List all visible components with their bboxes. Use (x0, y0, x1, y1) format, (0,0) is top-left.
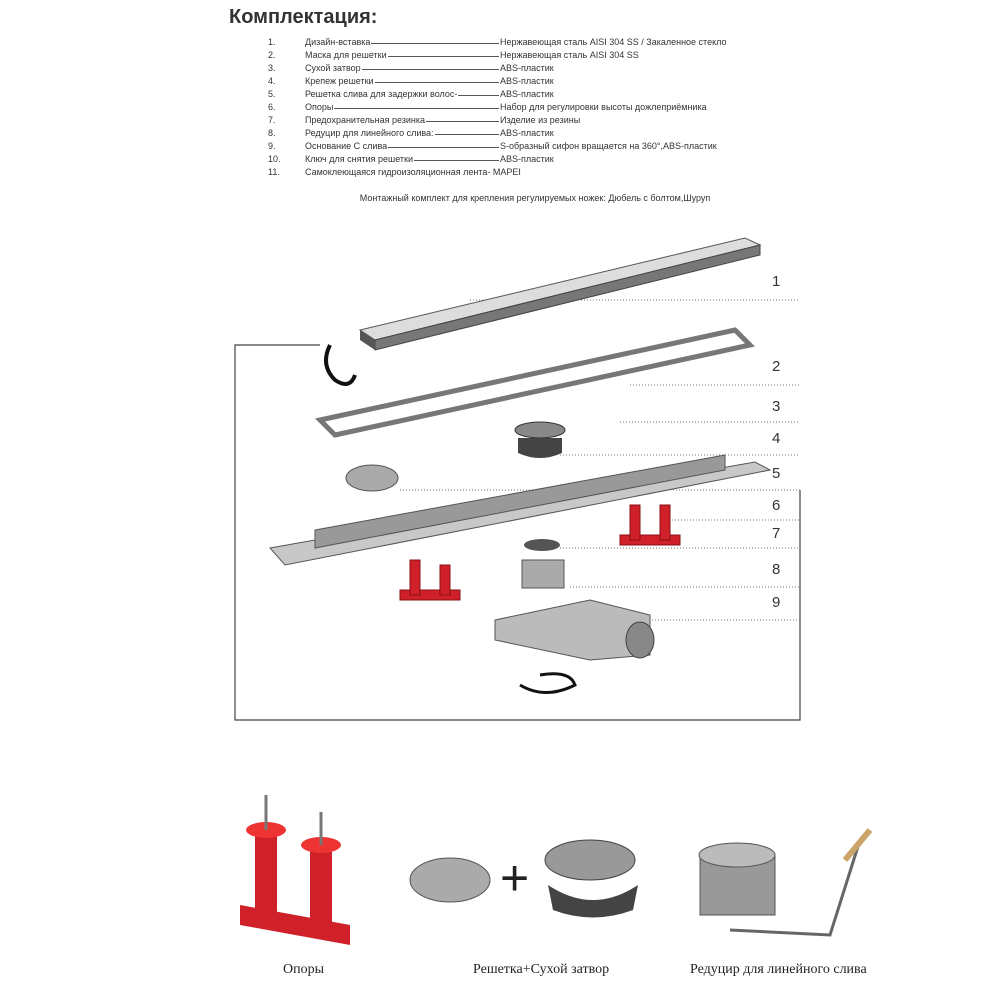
callout-label: 4 (772, 430, 781, 447)
item-number: 6. (268, 102, 276, 112)
item-name: Предохранительная резинка (305, 115, 426, 125)
design-insert (358, 237, 762, 351)
leader-dash (426, 121, 499, 122)
item-material: Нержавеющая сталь AISI 304 SS / Закаленн… (500, 37, 727, 47)
caption-reducer: Редуцир для линейного слива (690, 962, 867, 977)
item-number: 1. (268, 37, 276, 47)
rotate-arrow-icon (324, 344, 357, 386)
leader-dash (334, 108, 499, 109)
item-material: ABS-пластик (500, 76, 554, 86)
item-number: 11. (268, 167, 280, 177)
rubber-ring (524, 539, 560, 551)
callout-label: 8 (772, 561, 781, 578)
item-material: Изделие из резины (500, 115, 581, 125)
item-number: 4. (268, 76, 276, 86)
leader-dash (435, 134, 499, 135)
item-material: ABS-пластик (500, 89, 554, 99)
support-legs (399, 504, 681, 601)
item-material: ABS-пластик (500, 63, 554, 73)
leader-dash (375, 82, 499, 83)
callout-label: 1 (772, 273, 781, 290)
item-name: Дизайн-вставка (305, 37, 371, 47)
item-name: Решетка слива для задержки волос- (305, 89, 458, 99)
item-name: Крепеж решетки (305, 76, 374, 86)
callout-label: 5 (772, 465, 781, 482)
item-name: Редуцир для линейного слива: (305, 128, 434, 138)
item-name: Основание С слива (305, 141, 388, 151)
item-name: Сухой затвор (305, 63, 361, 73)
leader-lines (400, 299, 800, 621)
callout-label: 3 (772, 398, 781, 415)
item-number: 8. (268, 128, 276, 138)
item-number: 10. (268, 154, 281, 164)
reducer (521, 559, 565, 589)
callout-label: 7 (772, 525, 781, 542)
item-material: ABS-пластик (500, 154, 554, 164)
grate-and-trap-image: + (409, 839, 638, 918)
item-number: 7. (268, 115, 276, 125)
drain-base (494, 599, 655, 661)
rotate-arrow-icon (519, 672, 577, 694)
leader-dash (362, 69, 499, 70)
item-name: Самоклеющаяся гидроизоляционная лента- M… (305, 167, 521, 177)
callout-label: 6 (772, 497, 781, 514)
leader-dash (414, 160, 499, 161)
leader-dash (371, 43, 499, 44)
item-name: Маска для решетки (305, 50, 387, 60)
drain-channel (269, 454, 772, 566)
item-material: Нержавеющая сталь AISI 304 SS (500, 50, 639, 60)
caption-supports: Опоры (283, 962, 325, 977)
item-name: Ключ для снятия решетки (305, 154, 414, 164)
page-title: Комплектация: (229, 6, 378, 28)
supports-image (240, 795, 350, 945)
leader-dash (388, 56, 499, 57)
item-number: 2. (268, 50, 276, 60)
frame-outline (234, 344, 801, 721)
item-material: ABS-пластик (500, 128, 554, 138)
item-number: 5. (268, 89, 276, 99)
callout-label: 9 (772, 594, 781, 611)
mounting-kit-note: Монтажный комплект для крепления регулир… (359, 193, 711, 203)
svg-text:+: + (500, 850, 529, 906)
item-material: Набор для регулировки высоты дожлеприёмн… (500, 102, 707, 112)
leader-dash (388, 147, 499, 148)
item-material: S-образный сифон вращается на 360°,ABS-п… (500, 141, 717, 151)
item-number: 3. (268, 63, 276, 73)
grate-mask (314, 327, 756, 438)
callout-label: 2 (772, 358, 781, 375)
grate-holder (514, 421, 566, 439)
item-number: 9. (268, 141, 276, 151)
caption-grate-trap: Решетка+Сухой затвор (473, 962, 610, 977)
item-name: Опоры (305, 102, 334, 112)
reducer-and-saw-image (698, 828, 873, 937)
hair-grate (345, 464, 399, 492)
leader-dash (458, 95, 499, 96)
